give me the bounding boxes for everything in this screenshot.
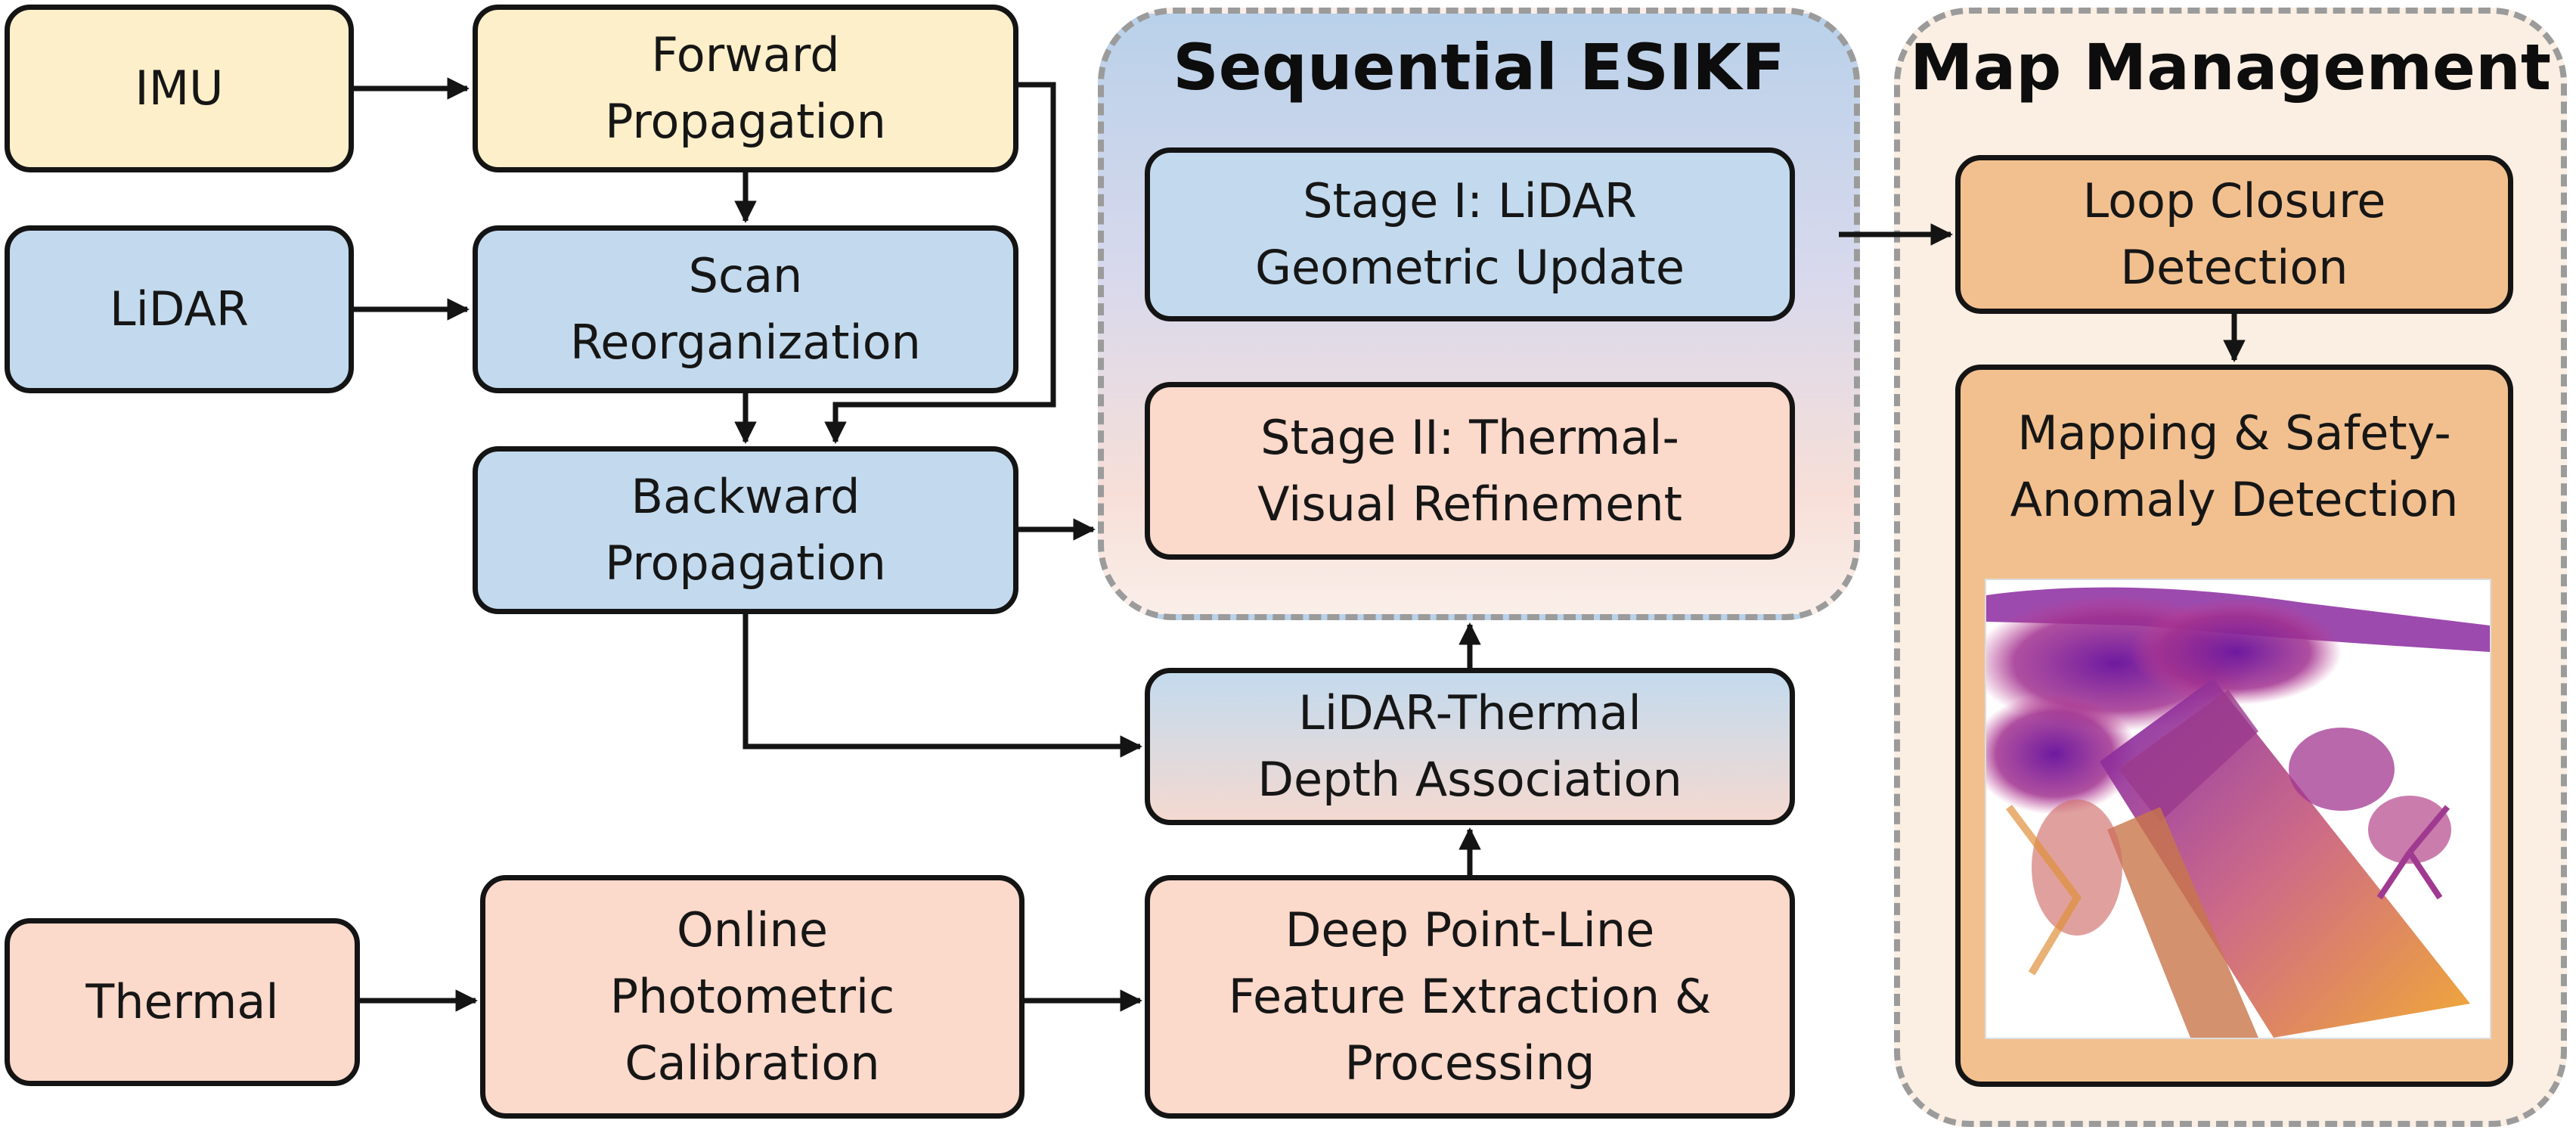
forward-propagation-label: Forward Propagation	[605, 27, 886, 149]
thermal-node: Thermal	[5, 918, 360, 1086]
sequential-esikf-title: Sequential ESIKF	[1173, 30, 1785, 104]
stage1-label: Stage I: LiDAR Geometric Update	[1254, 173, 1685, 295]
feature-extraction-label: Deep Point-Line Feature Extraction & Pro…	[1228, 902, 1712, 1091]
point-cloud-map-graphic	[1971, 580, 2490, 1038]
depth-association-label: LiDAR-Thermal Depth Association	[1257, 685, 1682, 807]
forward-propagation-node: Forward Propagation	[473, 5, 1018, 172]
depth-association-node: LiDAR-Thermal Depth Association	[1145, 668, 1795, 825]
scan-reorganization-node: Scan Reorganization	[473, 225, 1018, 393]
photometric-calibration-label: Online Photometric Calibration	[609, 902, 895, 1091]
stage1-node: Stage I: LiDAR Geometric Update	[1145, 147, 1795, 321]
stage2-node: Stage II: Thermal- Visual Refinement	[1145, 382, 1795, 560]
photometric-calibration-node: Online Photometric Calibration	[480, 875, 1025, 1119]
scan-reorganization-label: Scan Reorganization	[570, 248, 921, 370]
mapping-label: Mapping & Safety- Anomaly Detection	[2010, 405, 2459, 527]
lidar-node: LiDAR	[5, 225, 354, 393]
loop-closure-node: Loop Closure Detection	[1955, 155, 2513, 314]
backward-propagation-node: Backward Propagation	[473, 446, 1018, 614]
loop-closure-label: Loop Closure Detection	[2082, 173, 2386, 295]
edge-forward-to-backward	[824, 82, 1056, 444]
imu-node: IMU	[5, 5, 354, 172]
point-cloud-map-image	[1971, 579, 2491, 1039]
edge-backward-to-depth	[742, 614, 1142, 758]
feature-extraction-node: Deep Point-Line Feature Extraction & Pro…	[1145, 875, 1795, 1119]
thermal-label: Thermal	[85, 974, 279, 1029]
lidar-label: LiDAR	[110, 281, 249, 337]
map-management-title: Map Management	[1910, 30, 2551, 104]
stage2-label: Stage II: Thermal- Visual Refinement	[1257, 409, 1682, 532]
imu-label: IMU	[135, 61, 224, 116]
backward-propagation-label: Backward Propagation	[605, 469, 886, 591]
